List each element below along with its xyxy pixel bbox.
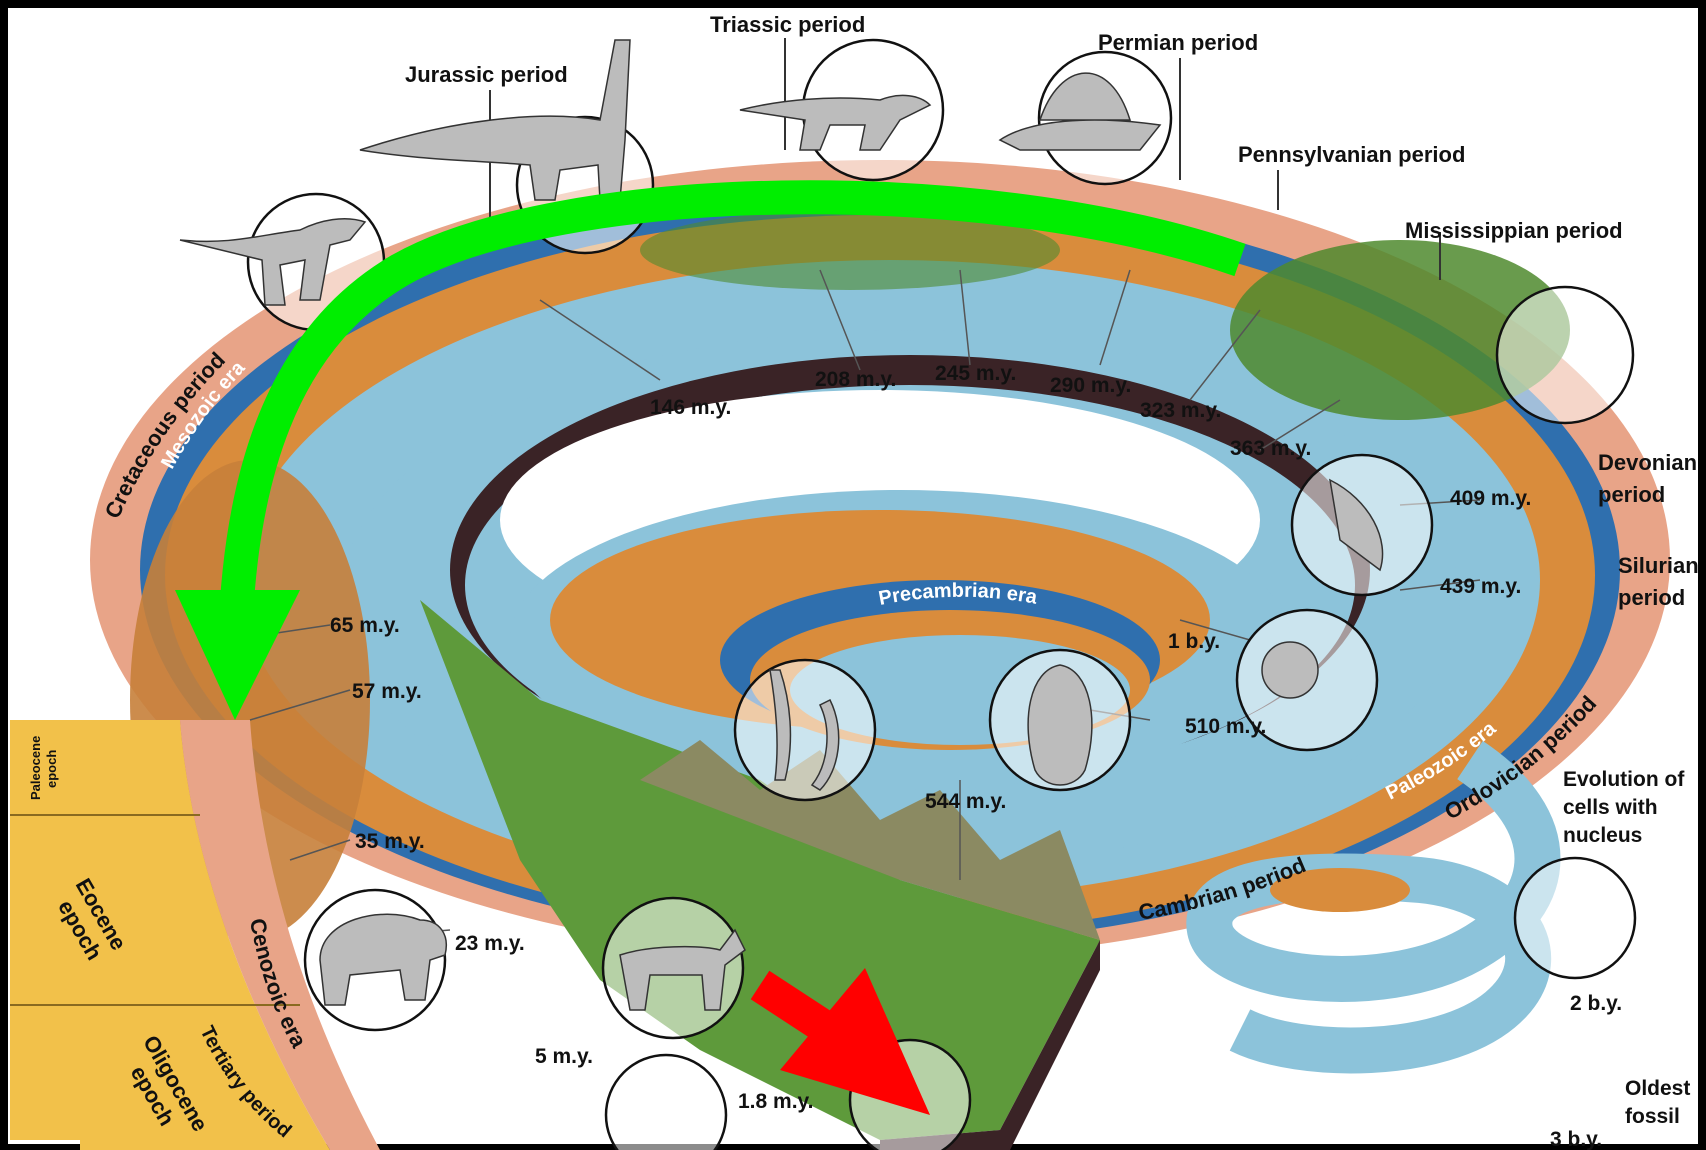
scorpion-icon	[1497, 287, 1633, 423]
nautiloid-silhouette	[1262, 642, 1318, 698]
note-cells-3: nucleus	[1563, 824, 1642, 847]
mark-65my: 65 m.y.	[330, 614, 400, 637]
note-cells-2: cells with	[1563, 796, 1658, 819]
mark-510my: 510 m.y.	[1185, 715, 1266, 738]
mark-5my: 5 m.y.	[535, 1045, 593, 1068]
trilobite-silhouette	[1028, 665, 1092, 785]
mark-1by: 1 b.y.	[1168, 630, 1220, 653]
mark-35my: 35 m.y.	[355, 830, 425, 853]
cell-fossil-icon	[1515, 858, 1635, 978]
note-fossil-1: Oldest	[1625, 1077, 1690, 1100]
label-devonian-1: Devonian	[1598, 450, 1697, 475]
label-jurassic: Jurassic period	[405, 62, 568, 87]
mark-57my: 57 m.y.	[352, 680, 422, 703]
mark-23my: 23 m.y.	[455, 932, 525, 955]
label-paleocene-2: epoch	[44, 750, 59, 788]
mark-245my: 245 m.y.	[935, 362, 1016, 385]
note-fossil-2: fossil	[1625, 1105, 1680, 1128]
label-devonian-2: period	[1598, 482, 1665, 507]
mark-439my: 439 m.y.	[1440, 575, 1521, 598]
mark-290my: 290 m.y.	[1050, 374, 1131, 397]
mark-208my: 208 m.y.	[815, 368, 896, 391]
label-mississippian: Mississippian period	[1405, 218, 1623, 243]
mark-363my: 363 m.y.	[1230, 437, 1311, 460]
mark-3by: 3 b.y.	[1550, 1128, 1602, 1150]
label-silurian-1: Silurian	[1618, 553, 1699, 578]
label-triassic: Triassic period	[710, 12, 865, 37]
label-silurian-2: period	[1618, 585, 1685, 610]
mark-544my: 544 m.y.	[925, 790, 1006, 813]
mark-323my: 323 m.y.	[1140, 399, 1221, 422]
mark-1-8my: 1.8 m.y.	[738, 1090, 814, 1113]
mark-409my: 409 m.y.	[1450, 487, 1531, 510]
mark-146my: 146 m.y.	[650, 396, 731, 419]
note-cells-1: Evolution of	[1563, 768, 1685, 791]
label-permian: Permian period	[1098, 30, 1258, 55]
label-pennsylvanian: Pennsylvanian period	[1238, 142, 1465, 167]
label-paleocene-1: Paleocene	[28, 736, 43, 800]
mark-2by: 2 b.y.	[1570, 992, 1622, 1015]
worm-fossil-icon	[735, 660, 875, 800]
